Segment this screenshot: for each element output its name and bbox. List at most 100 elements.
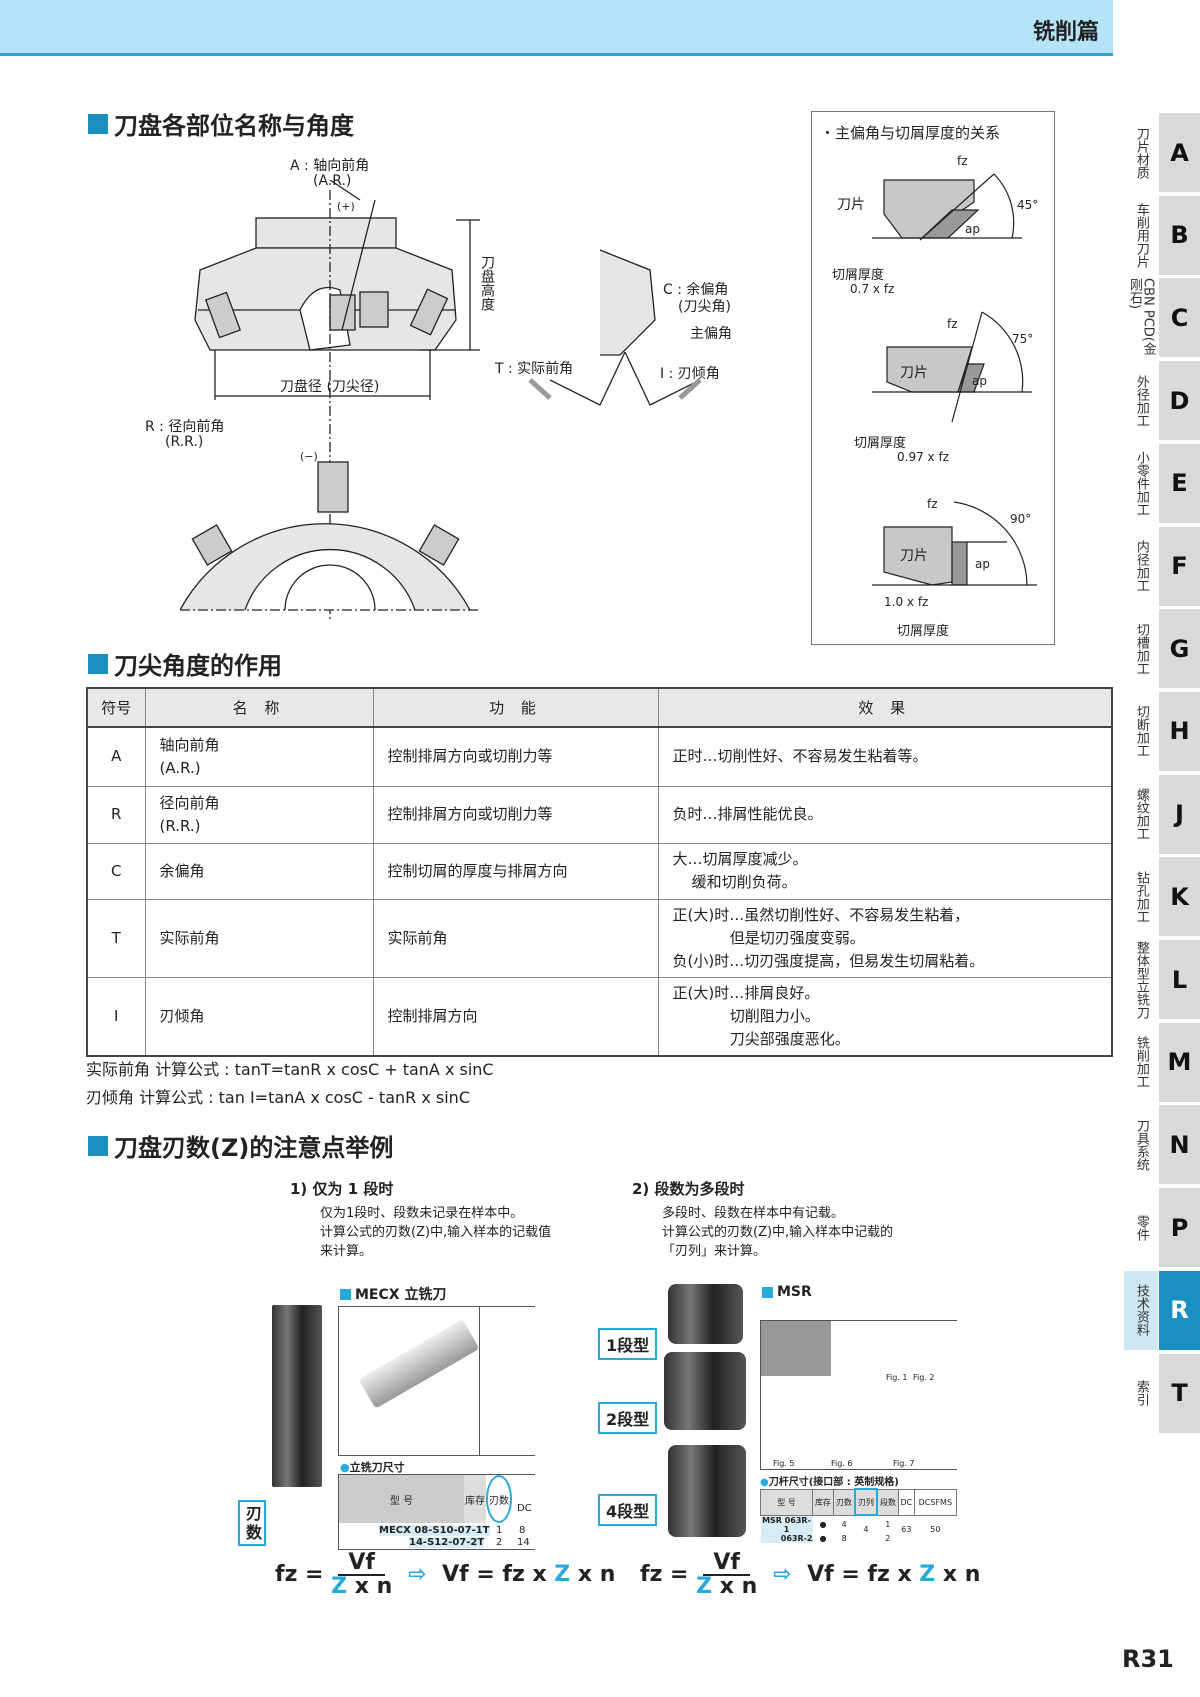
label-axial-rake: A : 轴向前角 bbox=[290, 158, 370, 174]
sidebar-label-b[interactable]: 车削用刀片 bbox=[1133, 202, 1149, 268]
case2-description: 多段时、段数在样本中有记载。 计算公式的刃数(Z)中,输入样本中记载的 「刃列」… bbox=[662, 1204, 893, 1261]
cell-name: 径向前角(R.R.) bbox=[144, 785, 374, 844]
sidebar-label-e[interactable]: 小零件加工 bbox=[1133, 450, 1149, 516]
effect-line: 切削阻力小。 bbox=[672, 1006, 820, 1025]
sidebar-label-k[interactable]: 钻孔加工 bbox=[1133, 870, 1149, 923]
sidebar-tab-k[interactable]: K bbox=[1159, 857, 1200, 937]
sidebar-tab-p[interactable]: P bbox=[1159, 1188, 1200, 1268]
fig-label: Fig. 6 bbox=[831, 1459, 853, 1468]
row-stages: 2 bbox=[885, 1533, 891, 1543]
sidebar-tab-t[interactable]: T bbox=[1159, 1353, 1200, 1433]
effect-line: 正时…切削性好、不容易发生粘着等。 bbox=[672, 747, 928, 766]
sidebar-label-h[interactable]: 切断加工 bbox=[1133, 705, 1149, 758]
sidebar-tab-r[interactable]: R bbox=[1159, 1270, 1200, 1350]
name-line: 实际前角 bbox=[159, 928, 220, 947]
sidebar-tab-f[interactable]: F bbox=[1159, 526, 1200, 606]
label-approach-angle: 主偏角 bbox=[690, 326, 732, 342]
sidebar-tab-j[interactable]: J bbox=[1159, 774, 1200, 854]
label-cutter-height: 刀盘高度 bbox=[479, 255, 495, 311]
cutter-photo-1-stage bbox=[668, 1284, 743, 1344]
sidebar-tab-d[interactable]: D bbox=[1159, 361, 1200, 441]
name-line: 径向前角 bbox=[159, 793, 220, 812]
sidebar-label-f[interactable]: 内径加工 bbox=[1133, 540, 1149, 592]
callout-teeth: 刃数 bbox=[238, 1500, 266, 1546]
page-number: R31 bbox=[1122, 1645, 1174, 1673]
col-dc: DC bbox=[517, 1503, 532, 1514]
section-marker-icon bbox=[88, 1135, 108, 1156]
formula-rhs: Vf = fz x bbox=[442, 1562, 555, 1587]
angle-effects-table: 符号 名 称 功 能 效 果 A 轴向前角(A.R.) 控制排屑方向或切削力等 … bbox=[86, 687, 1113, 1057]
cell-name: 轴向前角(A.R.) bbox=[144, 726, 374, 787]
formula-numerator: Vf bbox=[338, 1552, 386, 1576]
formula-z: Z bbox=[331, 1574, 348, 1599]
formula-den-rest: x n bbox=[719, 1574, 758, 1599]
chip-thickness-label-75: 切屑厚度 bbox=[854, 436, 907, 451]
insert-label-90: 刀片 bbox=[900, 548, 928, 564]
sidebar-label-r[interactable]: 技术资料 bbox=[1124, 1270, 1158, 1350]
chip-thickness-value-75: 0.97 x fz bbox=[897, 450, 949, 464]
sidebar-tab-l[interactable]: L bbox=[1159, 940, 1200, 1019]
sidebar-label-c[interactable]: CBN PCD(金刚石) bbox=[1127, 278, 1156, 356]
sidebar-tab-n[interactable]: N bbox=[1159, 1105, 1200, 1185]
row-teeth: 1 bbox=[496, 1525, 503, 1536]
sidebar-label-l[interactable]: 整体型立铣刀 bbox=[1133, 940, 1149, 1019]
cell-name: 刃倾角 bbox=[144, 976, 374, 1056]
section-title-text: 刀尖角度的作用 bbox=[114, 652, 282, 680]
cell-function: 实际前角 bbox=[372, 898, 659, 978]
col-model: 型 号 bbox=[760, 1488, 813, 1516]
formula-rhs-tail: x n bbox=[935, 1562, 981, 1587]
section-title-angle-effects: 刀尖角度的作用 bbox=[88, 646, 282, 681]
label-minus: (−) bbox=[300, 450, 318, 463]
sidebar-label-p[interactable]: 零件 bbox=[1133, 1214, 1149, 1241]
name-line: 轴向前角 bbox=[159, 735, 220, 754]
sidebar-label-j[interactable]: 螺纹加工 bbox=[1133, 788, 1149, 841]
formula-numerator: Vf bbox=[703, 1552, 751, 1576]
col-dc: DC bbox=[898, 1488, 915, 1516]
row-model: MECX 08-S10-07-1T bbox=[379, 1525, 490, 1536]
label-radial-rake: R : 径向前角 bbox=[145, 419, 225, 435]
marker-icon bbox=[762, 1286, 773, 1298]
sidebar-tab-a[interactable]: A bbox=[1159, 113, 1200, 192]
true-rake-formula: 实际前角 计算公式 : tanT=tanR x cosC + tanA x si… bbox=[86, 1060, 494, 1079]
desc-line: 仅为1段时、段数未记录在样本中。 bbox=[320, 1206, 524, 1221]
sidebar-tab-c[interactable]: C bbox=[1159, 278, 1200, 358]
desc-line: 计算公式的刃数(Z)中,输入样本中记载的 bbox=[662, 1225, 894, 1240]
cell-symbol: T bbox=[86, 898, 146, 978]
chip-thickness-value-45: 0.7 x fz bbox=[850, 282, 895, 296]
sidebar-tab-m[interactable]: M bbox=[1159, 1022, 1200, 1102]
sidebar-label-a[interactable]: 刀片材质 bbox=[1133, 126, 1149, 179]
sidebar-tab-g[interactable]: G bbox=[1159, 609, 1200, 689]
sidebar-tab-e[interactable]: E bbox=[1159, 443, 1200, 523]
row-model: MSR 063R-1 bbox=[760, 1515, 813, 1534]
angle-75: 75° bbox=[1012, 332, 1034, 346]
row-teeth: 8 bbox=[841, 1533, 847, 1543]
table-row: T 实际前角 实际前角 正(大)时…虽然切削性好、不容易发生粘着， 但是切刃强度… bbox=[86, 898, 1113, 978]
col-dcsfms: DCSFMS bbox=[913, 1488, 958, 1516]
sidebar-tab-b[interactable]: B bbox=[1159, 195, 1200, 275]
formula-lhs: fz = bbox=[275, 1562, 324, 1587]
col-teeth: 刃数 bbox=[486, 1475, 512, 1523]
endmill-photo bbox=[272, 1305, 322, 1487]
table-row: C 余偏角 控制切屑的厚度与排屑方向 大…切屑厚度减少。 缓和切削负荷。 bbox=[86, 842, 1113, 900]
table-row: I 刃倾角 控制排屑方向 正(大)时…排屑良好。 切削阻力小。 刀尖部强度恶化。 bbox=[86, 976, 1113, 1056]
cell-symbol: R bbox=[86, 785, 146, 844]
sidebar-label-d[interactable]: 外径加工 bbox=[1133, 374, 1149, 427]
sidebar-label-g[interactable]: 切槽加工 bbox=[1133, 622, 1149, 675]
label-corner-angle-sub: (刀尖角) bbox=[678, 299, 731, 315]
ap-label-75: ap bbox=[972, 374, 987, 388]
fig-label: Fig. 1 bbox=[886, 1373, 908, 1382]
col-header-symbol: 符号 bbox=[86, 687, 146, 728]
stock-dot: ● bbox=[819, 1533, 827, 1543]
fig-label: Fig. 2 bbox=[913, 1373, 935, 1382]
sidebar-tab-h[interactable]: H bbox=[1159, 691, 1200, 771]
sidebar-label-t[interactable]: 索引 bbox=[1133, 1380, 1149, 1406]
dot-icon: ● bbox=[760, 1477, 769, 1488]
sidebar-label-m[interactable]: 铣削加工 bbox=[1133, 1036, 1149, 1089]
row-dc: 14 bbox=[517, 1537, 530, 1548]
sidebar-label-n[interactable]: 刀具系统 bbox=[1133, 1118, 1149, 1171]
chip-thickness-label-45: 切屑厚度 bbox=[832, 268, 885, 283]
effect-line: 但是切刃强度变弱。 bbox=[672, 928, 865, 947]
row-stages: 1 bbox=[885, 1520, 891, 1529]
cell-effect: 负时…排屑性能优良。 bbox=[657, 785, 1113, 844]
section-title-tooth-count: 刀盘刃数(Z)的注意点举例 bbox=[88, 1128, 393, 1163]
